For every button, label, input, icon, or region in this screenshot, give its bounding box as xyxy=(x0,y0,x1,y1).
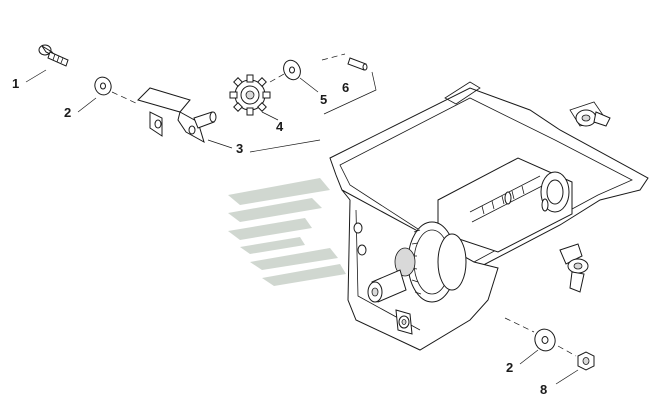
main-gear-icon xyxy=(394,221,467,303)
washer-icon xyxy=(283,59,301,81)
leader-line-3 xyxy=(207,139,233,149)
pin-icon xyxy=(347,57,368,71)
nut-icon xyxy=(577,351,595,371)
callout-5: 5 xyxy=(320,92,327,107)
callout-3: 3 xyxy=(236,141,243,156)
output-shaft-icon xyxy=(367,269,407,303)
assembly-path-lower-washer xyxy=(504,317,535,333)
bolt-icon xyxy=(38,44,69,67)
assembly-path-gear xyxy=(269,73,285,83)
bracket-with-shaft-icon xyxy=(137,87,217,144)
leader-line-2a xyxy=(77,97,97,113)
assembly-path-washer xyxy=(111,91,139,105)
mounting-ear-icon xyxy=(575,109,611,127)
adjuster-knob-icon xyxy=(559,243,589,293)
callout-1: 1 xyxy=(12,76,19,91)
leader-line-3b xyxy=(249,139,321,153)
callout-8: 8 xyxy=(540,382,547,397)
callout-2-lower: 2 xyxy=(506,360,513,375)
callout-2-upper: 2 xyxy=(64,105,71,120)
watermark-logo xyxy=(228,178,346,286)
washer-icon xyxy=(94,76,112,96)
leader-line-8 xyxy=(555,369,579,385)
leader-line-4 xyxy=(261,111,279,121)
gearbox-housing-assembly xyxy=(329,81,649,351)
spur-gear-icon xyxy=(229,74,271,116)
leader-line-5 xyxy=(299,77,319,93)
leader-line-6 xyxy=(323,71,377,115)
assembly-path-nut xyxy=(557,345,577,357)
washer-icon xyxy=(534,328,556,352)
leader-line-2b xyxy=(519,349,539,365)
callout-6: 6 xyxy=(342,80,349,95)
leader-line-1 xyxy=(25,69,47,83)
lower-bracket-icon xyxy=(395,309,413,335)
assembly-path-pin xyxy=(321,53,346,61)
callout-4: 4 xyxy=(276,119,284,134)
